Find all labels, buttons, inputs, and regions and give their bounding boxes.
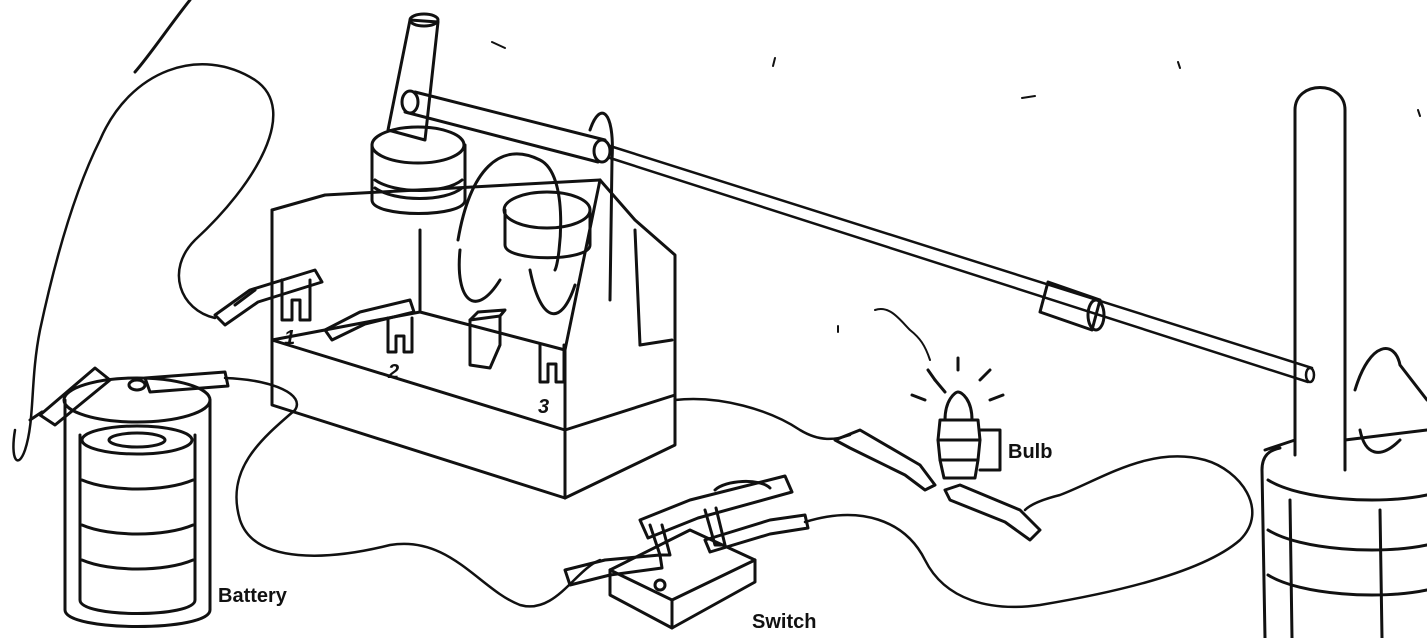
container-left <box>372 14 465 214</box>
stand-tube <box>1295 88 1345 471</box>
bulb-clip-upper <box>835 430 935 490</box>
bulb-squiggle <box>875 309 930 360</box>
terminal-3 <box>540 345 564 382</box>
pointer-rod <box>610 146 1314 382</box>
battery-clip-left <box>30 368 110 425</box>
bulb <box>912 358 1003 478</box>
label-terminal-2: 2 <box>387 361 399 383</box>
label-terminal-1: 1 <box>284 327 295 349</box>
container-right <box>504 192 590 258</box>
wire-switch-to-bulb <box>805 456 1252 607</box>
wire-battery-to-apparatus <box>13 64 273 460</box>
label-switch: Switch <box>752 611 816 633</box>
label-terminal-3: 3 <box>538 396 549 418</box>
wire-apparatus-to-bulb <box>675 399 850 439</box>
electrode-loop-2 <box>459 250 500 301</box>
battery <box>64 378 210 627</box>
bulb-clip-lower <box>945 485 1040 540</box>
label-bulb: Bulb <box>1008 441 1052 463</box>
clip-terminal-2 <box>325 300 414 340</box>
electrode-loop-3 <box>530 270 575 314</box>
stray-marks <box>492 42 1420 332</box>
switch-clip-left <box>565 555 662 585</box>
battery-clip-right <box>145 372 228 392</box>
stray-line <box>135 0 190 72</box>
terminal-2 <box>388 318 412 352</box>
clip-terminal-1 <box>215 270 322 325</box>
switch <box>610 476 792 628</box>
label-battery: Battery <box>218 585 288 607</box>
